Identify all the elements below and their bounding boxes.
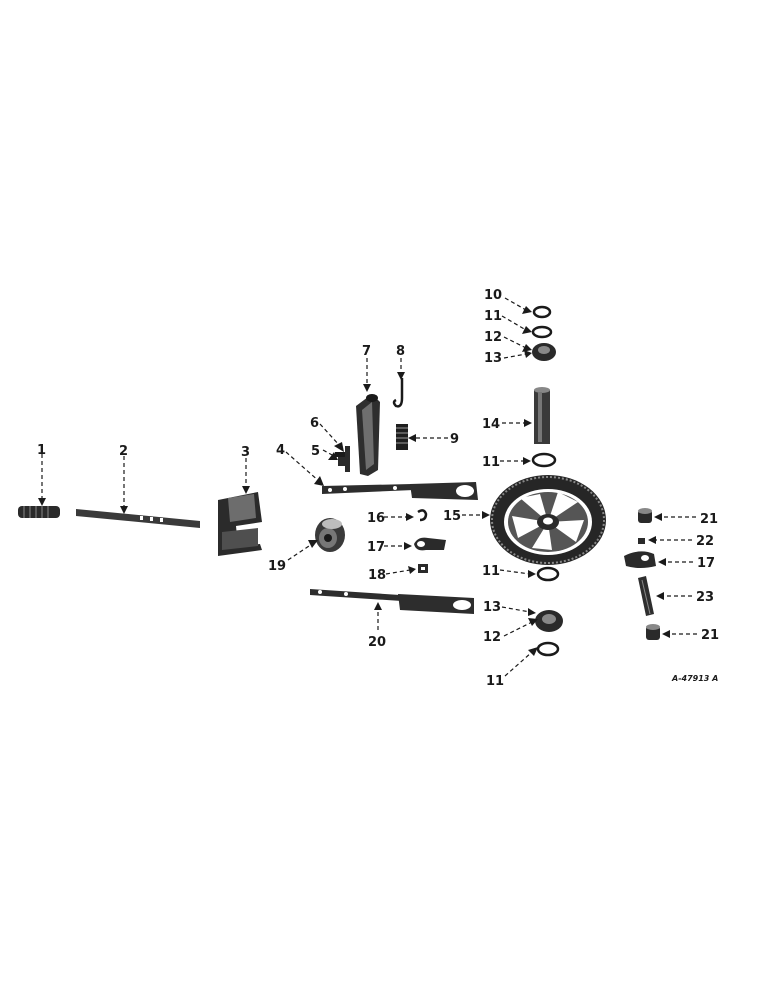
part-1-bolt — [18, 506, 60, 518]
part-4-upper-arm — [322, 482, 478, 500]
callout-6: 6 — [310, 416, 319, 431]
callout-13-a: 13 — [484, 351, 502, 366]
callout-22: 22 — [696, 534, 714, 549]
callout-17-b: 17 — [697, 556, 715, 571]
callout-labels: 1 2 3 4 5 6 7 8 9 10 11 12 13 14 11 15 1… — [37, 288, 719, 689]
callout-13-b: 13 — [483, 600, 501, 615]
callout-10: 10 — [484, 288, 502, 303]
callout-19: 19 — [268, 559, 286, 574]
part-7-lever — [356, 394, 380, 476]
part-17-clamp — [414, 537, 446, 551]
callout-7: 7 — [362, 344, 371, 359]
callout-14: 14 — [482, 417, 500, 432]
part-11-washer-mid — [531, 452, 557, 468]
leader-lines — [38, 297, 697, 677]
callout-18: 18 — [368, 568, 386, 583]
callout-15: 15 — [443, 509, 461, 524]
parts — [18, 305, 660, 657]
part-17-clamp-right — [624, 551, 656, 568]
part-11-washer — [531, 325, 553, 339]
part-2-flat-bar — [76, 509, 200, 528]
part-19-roller — [315, 518, 345, 552]
callout-8: 8 — [396, 344, 405, 359]
part-11-washer-bottom — [536, 641, 560, 657]
part-15-gear-wheel — [490, 475, 606, 565]
callout-4: 4 — [276, 443, 285, 458]
callout-2: 2 — [119, 444, 128, 459]
part-21-cap-bottom — [646, 624, 660, 640]
callout-11-c: 11 — [482, 564, 500, 579]
callout-21-b: 21 — [701, 628, 719, 643]
callout-11-a: 11 — [484, 309, 502, 324]
part-14-shaft — [534, 387, 550, 444]
part-12-13-bearing-bottom — [535, 610, 563, 632]
callout-11-b: 11 — [482, 455, 500, 470]
callout-11-d: 11 — [486, 674, 504, 689]
drawing-reference: A-47913 A — [671, 674, 718, 683]
callout-17-a: 17 — [367, 540, 385, 555]
callout-1: 1 — [37, 443, 46, 458]
part-6-pin — [345, 446, 350, 472]
part-12-13-bearing-top — [532, 343, 556, 361]
callout-5: 5 — [311, 444, 320, 459]
part-11-washer-low — [536, 566, 560, 582]
callout-12-a: 12 — [484, 330, 502, 345]
part-22-pin — [638, 538, 645, 544]
callout-20: 20 — [368, 635, 386, 650]
callout-9: 9 — [450, 432, 459, 447]
part-5-bolt — [335, 452, 349, 466]
part-16-clip — [417, 509, 428, 522]
part-10-washer — [532, 305, 552, 319]
callout-3: 3 — [241, 445, 250, 460]
part-21-cap-top — [638, 508, 652, 523]
part-20-lower-arm — [310, 589, 474, 614]
part-18-block — [418, 564, 428, 573]
callout-23: 23 — [696, 590, 714, 605]
part-9-spring — [396, 424, 408, 450]
part-8-hook — [392, 378, 404, 408]
part-3-shoe-plate — [218, 492, 262, 556]
part-23-rod — [638, 576, 654, 616]
callout-16: 16 — [367, 511, 385, 526]
callout-12-b: 12 — [483, 630, 501, 645]
callout-21-a: 21 — [700, 512, 718, 527]
